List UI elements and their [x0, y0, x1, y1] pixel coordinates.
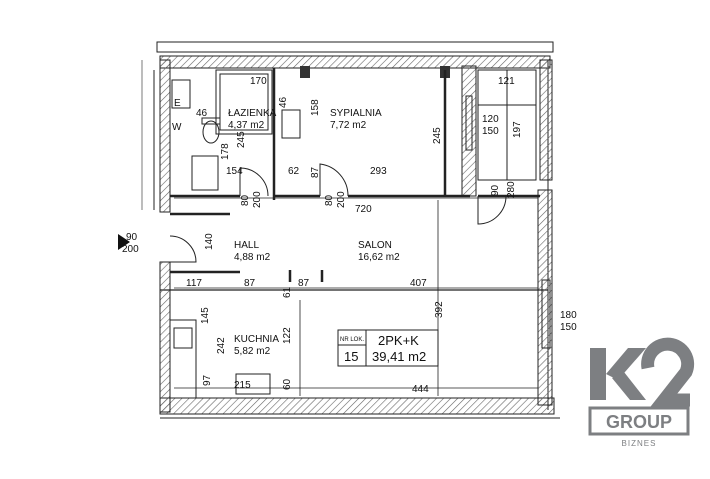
dim-158: 158 — [310, 99, 321, 116]
dim-90-b: 90 — [490, 184, 501, 196]
dim-150-a: 150 — [482, 126, 499, 137]
infobox-area: 39,41 m2 — [372, 349, 426, 364]
logo-biznes-text: BIZNES — [622, 439, 657, 448]
infobox-nr-label: NR LOK. — [340, 337, 364, 343]
dim-392: 392 — [434, 301, 445, 318]
dim-215: 215 — [234, 380, 251, 391]
dim-61: 61 — [282, 286, 293, 298]
closet — [477, 69, 537, 181]
apartment-infobox: NR LOK. 15 2PK+K 39,41 m2 — [337, 329, 439, 367]
hall-area: 4,88 m2 — [234, 252, 271, 263]
windows — [465, 95, 551, 349]
dim-280: 280 — [506, 181, 517, 198]
salon-area: 16,62 m2 — [358, 252, 400, 263]
sypialnia-area: 7,72 m2 — [330, 120, 367, 131]
dim-154: 154 — [226, 166, 243, 177]
dim-178: 178 — [220, 143, 231, 160]
salon-name: SALON — [358, 240, 392, 251]
dim-90-a: 90 — [126, 232, 138, 243]
dim-407: 407 — [410, 278, 427, 289]
k2-logo: GROUP BIZNES — [588, 337, 695, 448]
kuchnia-area: 5,82 m2 — [234, 346, 271, 357]
dim-720: 720 — [355, 204, 372, 215]
dim-80-b: 80 — [324, 194, 335, 206]
infobox-nr: 15 — [344, 349, 358, 364]
walls — [159, 55, 555, 415]
dim-245-a: 245 — [236, 131, 247, 148]
dim-122: 122 — [282, 327, 293, 344]
dim-80-a: 80 — [240, 194, 251, 206]
dim-245-b: 245 — [432, 127, 443, 144]
kuchnia-name: KUCHNIA — [234, 334, 279, 345]
dim-200-c: 200 — [122, 244, 139, 255]
dim-444: 444 — [412, 384, 429, 395]
lazienka-area: 4,37 m2 — [228, 120, 265, 131]
dim-145: 145 — [200, 307, 211, 324]
entrance-arrow — [118, 234, 130, 250]
kitchen-counter — [169, 319, 300, 399]
logo-two-glyph — [641, 337, 695, 407]
dim-200-b: 200 — [336, 191, 347, 208]
dim-200-a: 200 — [252, 191, 263, 208]
dim-62: 62 — [288, 166, 300, 177]
doors — [169, 163, 507, 263]
logo-k-arm-lower — [612, 372, 646, 400]
hall-name: HALL — [234, 240, 259, 251]
dim-180: 180 — [560, 310, 577, 321]
logo-k-stem — [590, 348, 606, 400]
dim-170: 170 — [250, 76, 267, 87]
sypialnia-name: SYPIALNIA — [330, 108, 382, 119]
logo-group-text: GROUP — [606, 412, 672, 432]
dim-87-c: 87 — [298, 278, 310, 289]
electric-symbol: E — [174, 98, 181, 109]
logo-k-arm-upper — [606, 348, 646, 380]
dim-242: 242 — [216, 337, 227, 354]
dim-87-b: 87 — [244, 278, 256, 289]
dim-120: 120 — [482, 114, 499, 125]
dim-121: 121 — [498, 76, 515, 87]
dim-140: 140 — [204, 233, 215, 250]
water-symbol: W — [172, 122, 182, 133]
logo-group-box — [588, 406, 690, 436]
dim-46-a: 46 — [196, 108, 208, 119]
dim-150-b: 150 — [560, 322, 577, 333]
dim-293: 293 — [370, 166, 387, 177]
bathroom-fixtures — [171, 69, 301, 191]
lazienka-name: ŁAZIENKA — [228, 108, 277, 119]
dim-87-a: 87 — [310, 166, 321, 178]
infobox-type: 2PK+K — [378, 333, 419, 348]
dim-46-b: 46 — [278, 96, 289, 108]
dim-97: 97 — [202, 374, 213, 386]
dim-197: 197 — [512, 121, 523, 138]
dim-117: 117 — [186, 278, 202, 289]
partitions — [170, 68, 540, 282]
dim-60: 60 — [282, 378, 293, 390]
